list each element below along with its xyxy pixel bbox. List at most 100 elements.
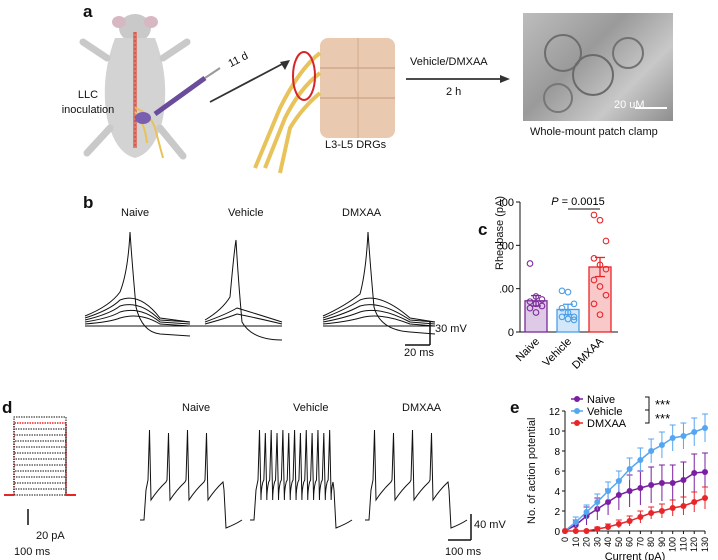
microscopy-image — [523, 13, 673, 121]
d-spike-trains — [140, 429, 472, 541]
c-data-point — [570, 316, 578, 324]
e-xlabel: Current (pA) — [605, 551, 666, 560]
e-data-point — [691, 499, 698, 505]
b-group-vehicle: Vehicle — [228, 207, 264, 219]
d-trace-naive — [140, 429, 243, 529]
e-xtick-label: 0 — [560, 537, 570, 542]
e-legend-marker — [574, 396, 580, 402]
d-scale-time-right: 100 ms — [445, 546, 482, 558]
e-data-point — [691, 470, 698, 476]
e-ytick-label: 4 — [554, 487, 560, 498]
c-data-point — [602, 265, 610, 273]
e-xtick-label: 120 — [689, 537, 699, 552]
c-data-point — [602, 291, 610, 299]
treatment-label: Vehicle/DMXAA — [410, 56, 488, 68]
e-sig-bracket — [645, 396, 650, 411]
d-scale-voltage: 40 mV — [474, 519, 506, 531]
c-category-label: Vehicle — [541, 336, 575, 370]
e-xtick-label: 60 — [625, 537, 635, 547]
c-category-label: DMXAA — [570, 335, 607, 372]
e-data-point — [626, 466, 633, 472]
e-xtick-label: 130 — [700, 537, 710, 552]
e-data-point — [572, 519, 579, 525]
b-group-dmxaa: DMXAA — [342, 207, 382, 219]
c-data-point — [590, 276, 598, 284]
e-data-point — [594, 499, 601, 505]
e-ytick-label: 0 — [554, 527, 560, 538]
e-xtick-label: 20 — [582, 537, 592, 547]
e-data-point — [702, 469, 708, 475]
c-data-point — [596, 216, 604, 224]
e-data-point — [669, 480, 676, 486]
c-data-point — [532, 309, 540, 316]
e-xtick-label: 100 — [668, 537, 678, 552]
e-sig-bracket — [645, 409, 650, 424]
panel-label-d: d — [2, 398, 13, 417]
c-data-point — [538, 302, 546, 310]
panel-label-e: e — [510, 398, 520, 417]
d-scale-current: 20 pA — [36, 530, 65, 542]
e-sig-label: *** — [655, 397, 670, 412]
e-data-point — [702, 425, 708, 431]
e-data-point — [680, 477, 687, 483]
e-legend-marker — [574, 420, 580, 426]
e-ytick-label: 10 — [549, 427, 561, 438]
patch-clamp-label: Whole-mount patch clamp — [530, 126, 658, 138]
e-data-point — [648, 510, 655, 516]
c-data-point — [590, 300, 598, 308]
c-data-point — [558, 287, 566, 295]
e-data-point — [637, 514, 644, 520]
panel-label-b: b — [83, 193, 94, 212]
e-sig-label: *** — [655, 411, 670, 426]
d-group-dmxaa: DMXAA — [402, 402, 442, 414]
c-data-point — [532, 293, 540, 300]
c-data-point — [596, 311, 604, 319]
e-data-point — [605, 499, 612, 505]
e-xtick-label: 110 — [678, 537, 688, 551]
e-data-point — [572, 528, 579, 534]
e-data-point — [648, 482, 655, 488]
e-data-point — [594, 526, 601, 532]
e-data-point — [669, 435, 676, 441]
c-ytick-label: 0 — [508, 327, 514, 339]
c-data-point — [602, 237, 610, 245]
c-data-point — [570, 300, 578, 308]
arrow-treatment — [406, 75, 510, 83]
e-data-point — [583, 528, 590, 534]
e-ytick-label: 8 — [554, 447, 560, 458]
e-legend-label: Vehicle — [587, 406, 622, 418]
e-data-point — [626, 518, 633, 524]
c-data-point — [590, 211, 598, 219]
time-label: 2 h — [446, 86, 462, 98]
e-xtick-label: 10 — [571, 537, 581, 547]
e-data-point — [615, 492, 622, 498]
scale-bar-label: 20 uM — [614, 99, 645, 111]
b-group-naive: Naive — [121, 207, 150, 219]
d-group-vehicle: Vehicle — [293, 402, 329, 414]
arrow-11d — [209, 60, 290, 103]
d-group-naive: Naive — [182, 402, 211, 414]
c-ytick-label: 100 — [500, 284, 514, 296]
e-legend-marker — [574, 408, 580, 414]
d-current-steps — [4, 416, 76, 525]
c-data-point — [538, 296, 546, 303]
e-data-point — [637, 485, 644, 491]
e-data-point — [658, 442, 665, 448]
e-data-point — [615, 478, 622, 484]
e-legend-label: DMXAA — [587, 418, 627, 430]
c-category-label: Naive — [514, 336, 542, 364]
c-data-point — [558, 304, 566, 312]
e-xtick-label: 50 — [614, 537, 624, 547]
e-ytick-label: 12 — [549, 407, 561, 418]
c-data-point — [596, 283, 604, 290]
e-ytick-label: 2 — [554, 507, 560, 518]
e-data-point — [691, 429, 698, 435]
e-data-point — [658, 508, 665, 514]
e-ytick-label: 6 — [554, 467, 560, 478]
drg-label: L3-L5 DRGs — [325, 139, 387, 151]
llc-inoculation-label: LLC inoculation — [61, 89, 115, 116]
c-data-point — [532, 300, 540, 308]
e-data-point — [637, 457, 644, 463]
e-data-point — [669, 505, 676, 511]
